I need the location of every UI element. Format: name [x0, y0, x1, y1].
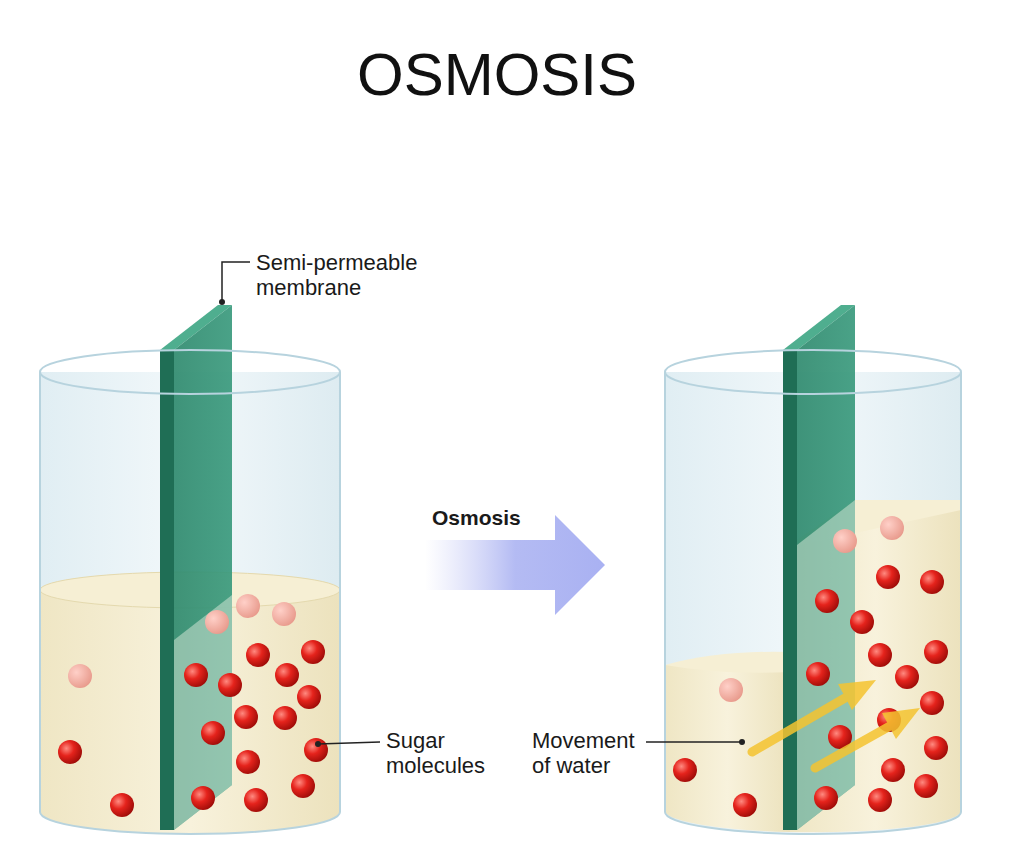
left-beaker — [40, 305, 340, 834]
sugar-molecule — [719, 678, 743, 702]
sugar-molecule — [110, 793, 134, 817]
sugar-molecule — [301, 640, 325, 664]
sugar-molecule — [733, 793, 757, 817]
molecule-label: Sugar molecules — [386, 728, 506, 779]
sugar-molecules — [58, 516, 948, 817]
water-label: Movement of water — [532, 728, 644, 779]
sugar-molecule — [880, 516, 904, 540]
leader-dot — [315, 741, 321, 747]
leader-line — [222, 262, 250, 300]
leader-line — [646, 741, 742, 743]
sugar-molecule — [58, 740, 82, 764]
sugar-molecule — [273, 706, 297, 730]
sugar-molecule — [920, 570, 944, 594]
leader-line — [318, 742, 380, 744]
sugar-molecule — [833, 529, 857, 553]
sugar-molecule — [275, 663, 299, 687]
sugar-molecule — [244, 788, 268, 812]
sugar-molecule — [236, 750, 260, 774]
sugar-molecule — [868, 788, 892, 812]
sugar-molecule — [272, 602, 296, 626]
sugar-molecule — [246, 643, 270, 667]
sugar-molecule — [297, 685, 321, 709]
water-movement-arrows — [752, 680, 920, 768]
process-label: Osmosis — [432, 506, 562, 530]
sugar-molecule — [191, 786, 215, 810]
sugar-molecule — [218, 673, 242, 697]
sugar-molecule — [815, 589, 839, 613]
sugar-molecule — [184, 663, 208, 687]
sugar-molecule — [304, 738, 328, 762]
sugar-molecule — [234, 705, 258, 729]
sugar-molecule — [876, 565, 900, 589]
sugar-molecule — [924, 640, 948, 664]
sugar-molecule — [920, 691, 944, 715]
membrane-label: Semi-permeable membrane — [256, 250, 456, 301]
sugar-molecule — [924, 736, 948, 760]
sugar-molecule — [895, 665, 919, 689]
leader-dot — [219, 299, 225, 305]
sugar-molecule — [68, 664, 92, 688]
sugar-molecule — [236, 594, 260, 618]
sugar-molecule — [881, 758, 905, 782]
sugar-molecule — [291, 774, 315, 798]
sugar-molecule — [914, 774, 938, 798]
diagram-title: OSMOSIS — [0, 40, 994, 109]
leader-dot — [739, 739, 745, 745]
sugar-molecule — [205, 610, 229, 634]
sugar-molecule — [673, 758, 697, 782]
sugar-molecule — [806, 662, 830, 686]
sugar-molecule — [814, 786, 838, 810]
sugar-molecule — [850, 610, 874, 634]
right-beaker — [665, 305, 961, 834]
sugar-molecule — [868, 643, 892, 667]
process-arrow — [425, 515, 605, 615]
sugar-molecule — [201, 721, 225, 745]
